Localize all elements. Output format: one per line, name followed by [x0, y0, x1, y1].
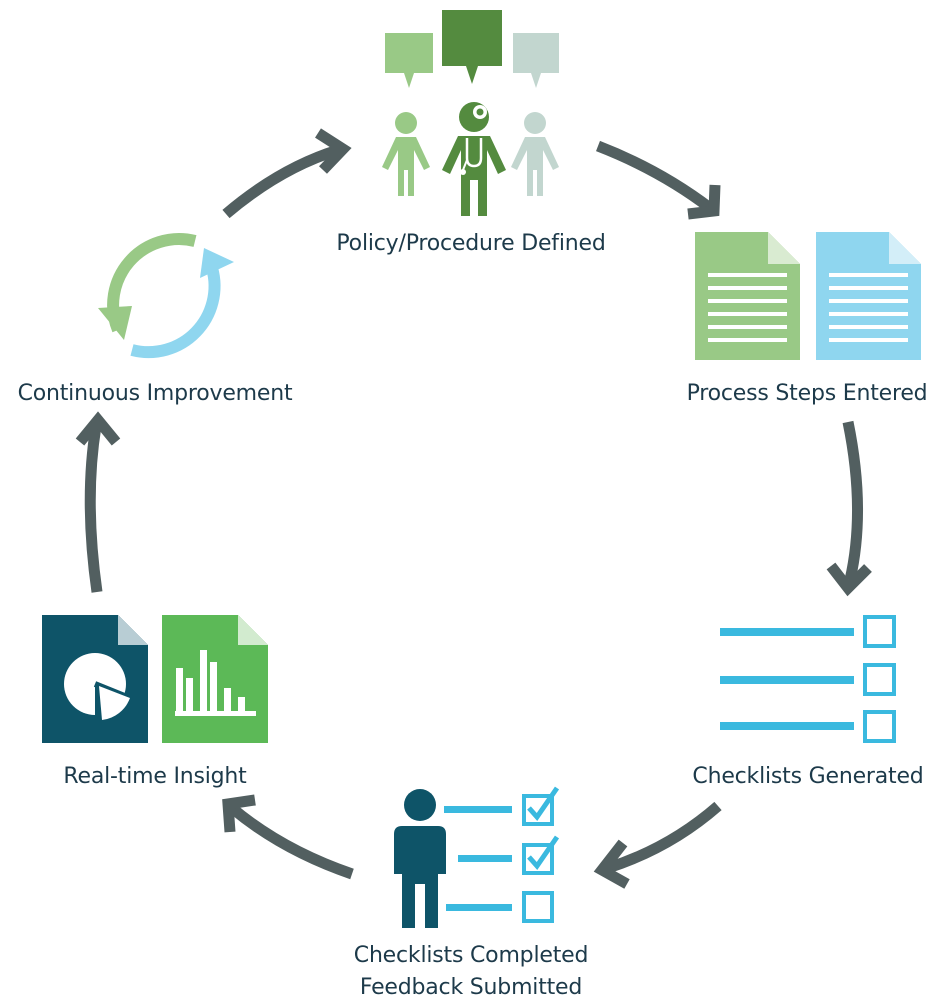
refresh-cycle-icon	[98, 233, 234, 359]
person-right-icon	[511, 112, 559, 196]
bar-report-icon	[162, 615, 268, 743]
arrow-improvement-to-policy-head	[315, 128, 352, 174]
reports-icon	[42, 615, 268, 743]
stage-label-insight: Real-time Insight	[63, 764, 247, 789]
arrow-completed-to-insight-head	[222, 794, 256, 833]
speech-bubble-center-icon	[442, 10, 502, 84]
speech-bubble-left-icon	[385, 33, 433, 88]
people-speech-icon	[382, 10, 559, 216]
document-blue-icon	[816, 232, 921, 360]
arrow-policy-to-process	[596, 140, 714, 213]
checklist-empty-icon	[720, 615, 896, 743]
arrow-generated-to-completed-head	[593, 839, 630, 889]
stage-label-completed-line2: Feedback Submitted	[359, 975, 583, 1000]
stage-label-improvement: Continuous Improvement	[17, 381, 293, 406]
stage-label-generated: Checklists Generated	[692, 764, 924, 789]
documents-icon	[695, 232, 921, 360]
stage-label-completed-line1: Checklists Completed	[353, 943, 589, 968]
speech-bubble-right-icon	[513, 33, 559, 88]
arrow-insight-to-improvement	[84, 425, 103, 593]
arrow-completed-to-insight	[228, 803, 354, 880]
cycle-arrows	[75, 128, 872, 889]
arrow-insight-to-improvement-head	[75, 411, 121, 446]
stage-label-process: Process Steps Entered	[686, 381, 928, 406]
arrow-generated-to-completed	[606, 801, 722, 874]
stage-label-policy: Policy/Procedure Defined	[336, 231, 606, 256]
arrow-improvement-to-policy	[222, 144, 340, 219]
doctor-icon	[442, 102, 506, 216]
arrow-policy-to-process-head	[687, 184, 721, 220]
document-green-icon	[695, 232, 800, 360]
arrow-process-to-generated	[842, 420, 864, 582]
checkmark-icon	[527, 786, 560, 871]
arrow-process-to-generated-head	[826, 562, 872, 597]
person-checklist-icon	[394, 786, 560, 928]
pie-report-icon	[42, 615, 148, 743]
person-left-icon	[382, 112, 430, 196]
person-dark-icon	[394, 789, 446, 928]
